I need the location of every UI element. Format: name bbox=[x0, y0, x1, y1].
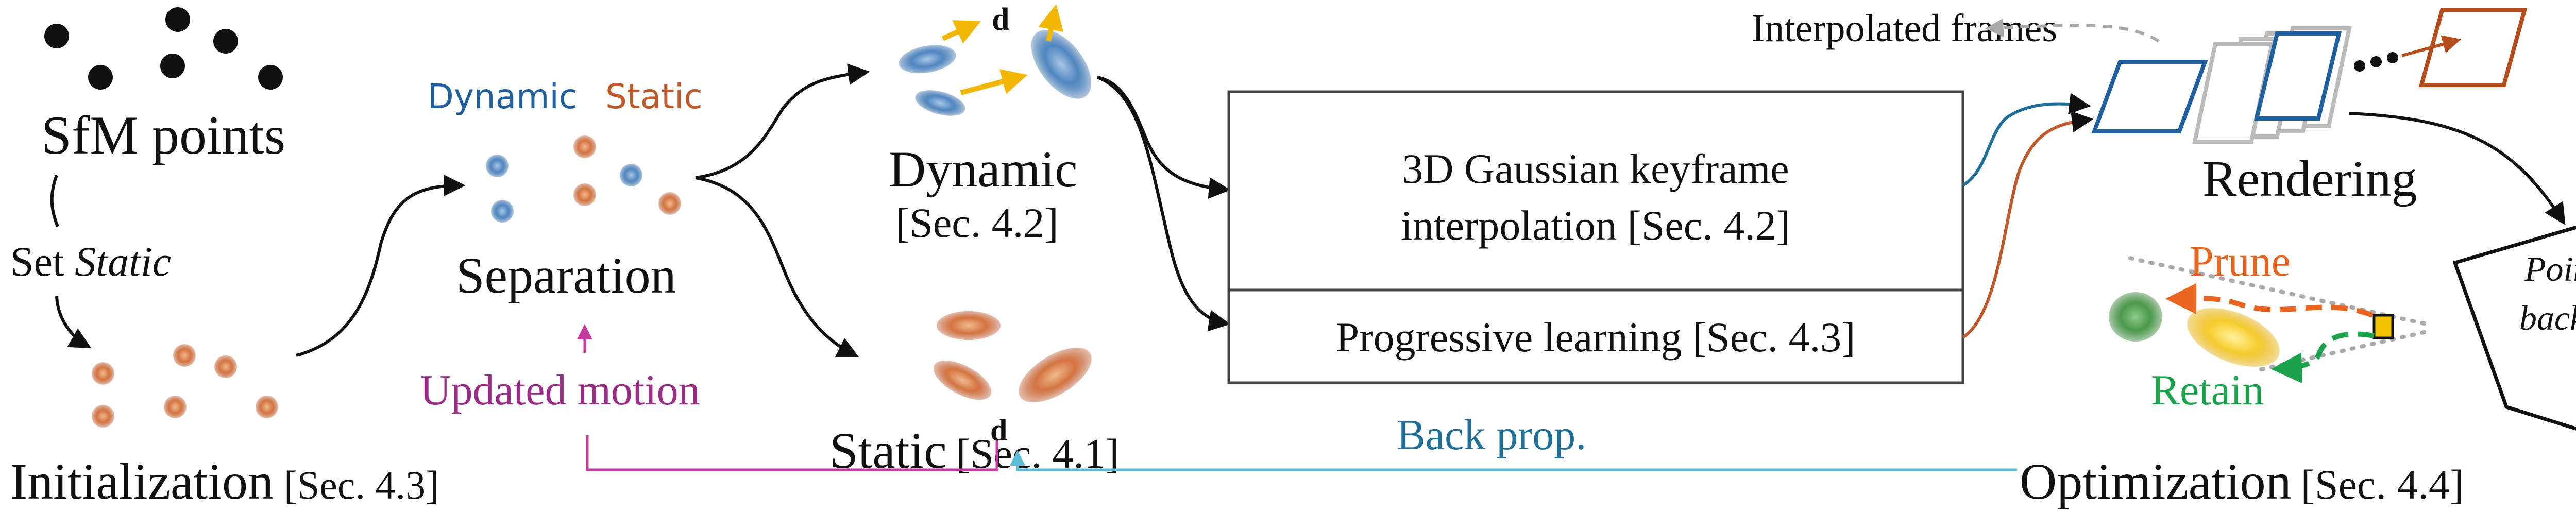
init-points-cluster bbox=[92, 344, 278, 428]
prune-label: Prune bbox=[2190, 237, 2291, 285]
backprop-label: Back prop. bbox=[1397, 411, 1587, 459]
sfm-to-set-line bbox=[50, 174, 59, 228]
init-to-separation-arrow bbox=[296, 175, 466, 357]
keyframe-box bbox=[1227, 90, 1964, 292]
sfm-points-cluster bbox=[44, 7, 283, 90]
updated-motion-feedback-line bbox=[586, 435, 998, 471]
progressive-label: Progressive learning [Sec. 4.3] bbox=[1336, 314, 1856, 361]
keyframe-line1: 3D Gaussian keyframe bbox=[1402, 145, 1789, 192]
point-backtracking-label-2: backtracking bbox=[2519, 298, 2576, 337]
point-backtracking-label-1: Point bbox=[2524, 249, 2576, 288]
backtrack-ray-gray bbox=[2126, 256, 2426, 326]
image-plane bbox=[2452, 225, 2576, 431]
backprop-d-label: d bbox=[990, 413, 1007, 447]
retain-arrow bbox=[2271, 331, 2375, 384]
dynamic-d-label: d bbox=[992, 2, 1009, 37]
set-to-init-arrow bbox=[55, 296, 92, 349]
keyframe-line2: interpolation [Sec. 4.2] bbox=[1401, 202, 1790, 249]
dynamic-to-progressive-arrow bbox=[1096, 76, 1231, 332]
backtracked-pixel bbox=[2372, 314, 2394, 339]
init-label: Initialization[Sec. 4.3] bbox=[10, 453, 439, 510]
updated-motion-label: Updated motion bbox=[420, 366, 700, 414]
dynamic-ref: [Sec. 4.2] bbox=[895, 199, 1059, 246]
retain-label: Retain bbox=[2151, 366, 2264, 414]
dynamic-gaussians bbox=[899, 4, 1092, 116]
rendered-frames-stack bbox=[2091, 8, 2528, 144]
retained-gaussian bbox=[2187, 308, 2280, 367]
separation-title: Separation bbox=[456, 247, 676, 304]
separation-static-label: Static bbox=[605, 77, 703, 116]
interpolated-dashed-arrow bbox=[1985, 18, 2160, 43]
rendering-title: Rendering bbox=[2202, 150, 2417, 207]
separation-to-dynamic-arrow bbox=[695, 63, 870, 179]
static-gaussians bbox=[933, 311, 1092, 403]
progressive-box bbox=[1227, 288, 1964, 384]
prune-arrow bbox=[2165, 283, 2374, 318]
sfm-points-title: SfM points bbox=[41, 105, 285, 165]
backprop-feedback-line bbox=[1010, 450, 2017, 471]
separation-points-cluster bbox=[486, 135, 681, 223]
separation-dynamic-label: Dynamic bbox=[428, 77, 578, 116]
optimization-label: Optimization[Sec. 4.4] bbox=[2020, 453, 2464, 510]
progressive-to-render-arrow bbox=[1962, 111, 2094, 339]
pruned-gaussian bbox=[2109, 292, 2162, 342]
keyframe-to-render-arrow bbox=[1962, 93, 2091, 187]
set-static-label: Set Static bbox=[10, 238, 171, 285]
dynamic-to-keyframe-arrow bbox=[1097, 76, 1231, 199]
backtrack-ray-gray-lower bbox=[2257, 330, 2426, 372]
separation-to-static-arrow bbox=[695, 176, 859, 357]
render-to-optimization-arrow bbox=[2349, 112, 2566, 226]
dynamic-title: Dynamic bbox=[889, 141, 1078, 198]
